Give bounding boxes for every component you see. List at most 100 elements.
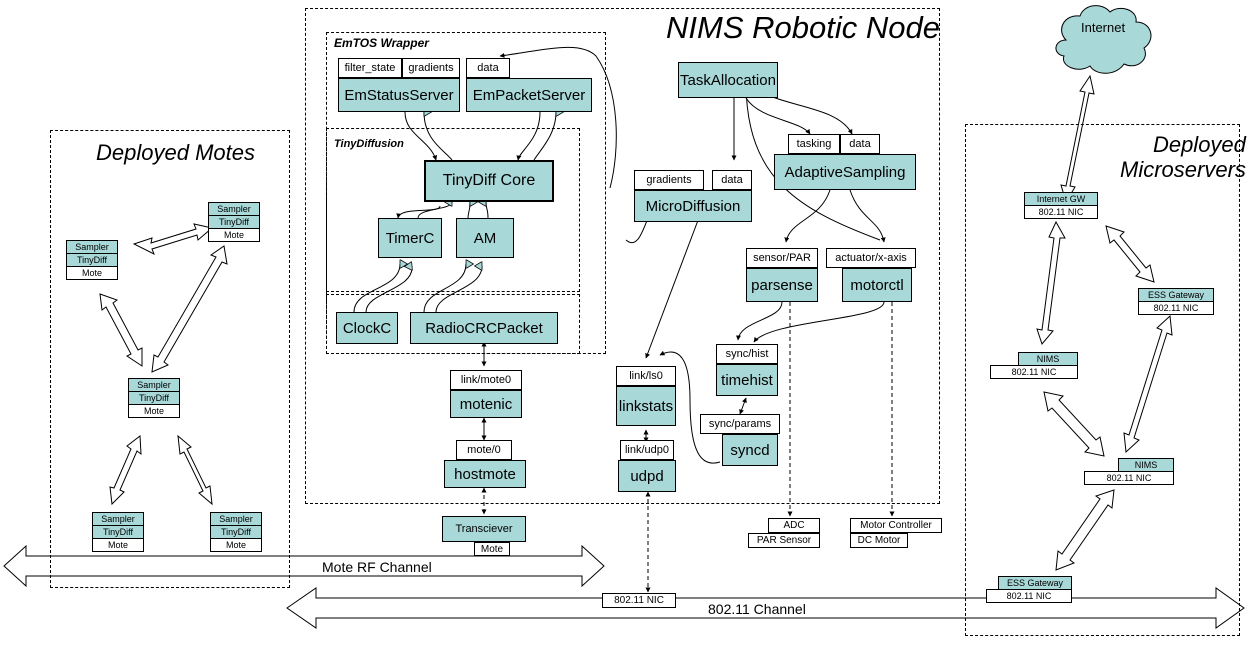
arrow-mote-c [151, 245, 228, 373]
link-ta-tasking [745, 97, 811, 135]
micro-diffusion[interactable]: MicroDiffusion [634, 190, 752, 222]
deployed-microservers-frame [965, 124, 1240, 636]
parsense[interactable]: parsense [746, 268, 818, 302]
arrow-nims1-nims2 [1043, 391, 1105, 457]
microserver-ess-gateway-2[interactable]: ESS Gateway 802.11 NIC [986, 576, 1072, 603]
arrow-nims2-ess2 [1055, 489, 1115, 571]
mote-stack-5[interactable]: Sampler TinyDiff Mote [210, 512, 262, 552]
hostmote[interactable]: hostmote [444, 460, 526, 488]
robotic-node-title: NIMS Robotic Node [666, 10, 940, 45]
lower-stack-frame [326, 294, 580, 354]
link-md-emps [499, 46, 617, 189]
mote-tinydiff: TinyDiff [210, 525, 262, 539]
microserver-ess-gateway-1[interactable]: ESS Gateway 802.11 NIC [1138, 288, 1214, 315]
port-tasking: tasking [788, 134, 840, 154]
timehist[interactable]: timehist [716, 364, 778, 396]
ms-nic: 802.11 NIC [986, 589, 1072, 603]
mote-tinydiff: TinyDiff [66, 253, 118, 267]
transciever[interactable]: Transciever [442, 516, 526, 542]
mote-sampler: Sampler [208, 202, 260, 216]
am-component[interactable]: AM [456, 218, 514, 258]
mote-rf-channel-label: Mote RF Channel [322, 559, 432, 575]
port-filter-state: filter_state [338, 58, 402, 78]
port-dc-motor: DC Motor [850, 533, 908, 548]
robotic-node-frame [305, 8, 940, 504]
mote-tinydiff: TinyDiff [128, 391, 180, 405]
microserver-nims-1[interactable]: NIMS 802.11 NIC [990, 352, 1078, 379]
radio-crc-packet[interactable]: RadioCRCPacket [410, 312, 558, 344]
link-core-timerc [396, 205, 441, 219]
port-gradients-em: gradients [402, 58, 460, 78]
wifi-channel-label: 802.11 Channel [708, 601, 806, 617]
link-as-parsense [784, 189, 831, 243]
internet-label: Internet [1081, 20, 1126, 35]
syncd[interactable]: syncd [722, 434, 778, 466]
mote-stack-3[interactable]: Sampler TinyDiff Mote [128, 378, 180, 418]
link-as-motorctl [849, 189, 886, 243]
ms-ess-gateway-label: ESS Gateway [1138, 288, 1214, 302]
ms-nic: 802.11 NIC [990, 365, 1078, 379]
deployed-motes-title: Deployed Motes [96, 140, 255, 165]
mote-sampler: Sampler [210, 512, 262, 526]
link-timerc-clockc2 [365, 266, 412, 313]
deployed-motes-frame [50, 130, 290, 588]
port-mote-transciever: Mote [474, 542, 510, 556]
mote-sampler: Sampler [128, 378, 180, 392]
mote-stack-2[interactable]: Sampler TinyDiff Mote [208, 202, 260, 242]
mote-tinydiff: TinyDiff [208, 215, 260, 229]
link-am-core2 [486, 202, 489, 219]
mote-rf-channel-arrow [3, 544, 605, 588]
link-am-rcp1 [423, 264, 466, 313]
deployed-microservers-title: Deployed Microservers [1120, 132, 1246, 182]
ms-nims-label: NIMS [1118, 458, 1174, 472]
udpd[interactable]: udpd [618, 460, 676, 492]
ms-ess-gateway-label: ESS Gateway [998, 576, 1072, 590]
link-am-core1 [467, 202, 470, 219]
mote-stack-4[interactable]: Sampler TinyDiff Mote [92, 512, 144, 552]
mote-stack-1[interactable]: Sampler TinyDiff Mote [66, 240, 118, 280]
tinydiff-core[interactable]: TinyDiff Core [424, 160, 554, 202]
clockc[interactable]: ClockC [336, 312, 398, 344]
mote-mote: Mote [210, 538, 262, 552]
ms-nic: 802.11 NIC [1084, 471, 1174, 485]
link-md-linkstats [645, 214, 701, 359]
task-allocation[interactable]: TaskAllocation [678, 62, 778, 98]
link-core-ess [423, 112, 453, 161]
motenic[interactable]: motenic [450, 390, 522, 418]
microserver-internet-gw[interactable]: Internet GW 802.11 NIC [1024, 192, 1098, 219]
ms-internet-gw-label: Internet GW [1024, 192, 1098, 206]
mote-mote: Mote [128, 404, 180, 418]
adaptive-sampling[interactable]: AdaptiveSampling [774, 154, 916, 190]
port-nic-center: 802.11 NIC [602, 593, 676, 608]
link-ess-core1 [404, 111, 438, 161]
mote-mote: Mote [66, 266, 118, 280]
port-link-ls0: link/ls0 [616, 366, 676, 386]
em-status-server[interactable]: EmStatusServer [338, 78, 460, 112]
arrow-mote-e [177, 434, 213, 506]
port-mote-0: mote/0 [456, 440, 512, 460]
port-data-em: data [466, 58, 510, 78]
tinydiffusion-frame [326, 128, 580, 292]
port-adc: ADC [768, 518, 820, 533]
mote-tinydiff: TinyDiff [92, 525, 144, 539]
microserver-nims-2[interactable]: NIMS 802.11 NIC [1084, 458, 1174, 485]
port-actuator-x-axis: actuator/x-axis [826, 248, 916, 268]
link-parsense-timehist [735, 301, 783, 341]
timerc[interactable]: TimerC [378, 218, 442, 258]
link-timehist-syncd [739, 397, 747, 415]
arrow-mote-d [109, 435, 142, 506]
linkstats[interactable]: linkstats [616, 386, 676, 426]
port-data-md: data [712, 170, 752, 190]
ms-nims-label: NIMS [1018, 352, 1078, 366]
link-timerc-core [417, 202, 453, 219]
port-sensor-par: sensor/PAR [746, 248, 818, 268]
link-motorctl-timehist [753, 301, 885, 343]
port-par-sensor: PAR Sensor [748, 533, 820, 548]
em-packet-server[interactable]: EmPacketServer [466, 78, 592, 112]
link-ta-data [769, 95, 853, 135]
link-timerc-clockc1 [353, 264, 400, 313]
motorctl[interactable]: motorctl [842, 268, 912, 302]
port-motor-controller: Motor Controller [850, 518, 942, 533]
port-link-udp0: link/udp0 [620, 440, 674, 460]
